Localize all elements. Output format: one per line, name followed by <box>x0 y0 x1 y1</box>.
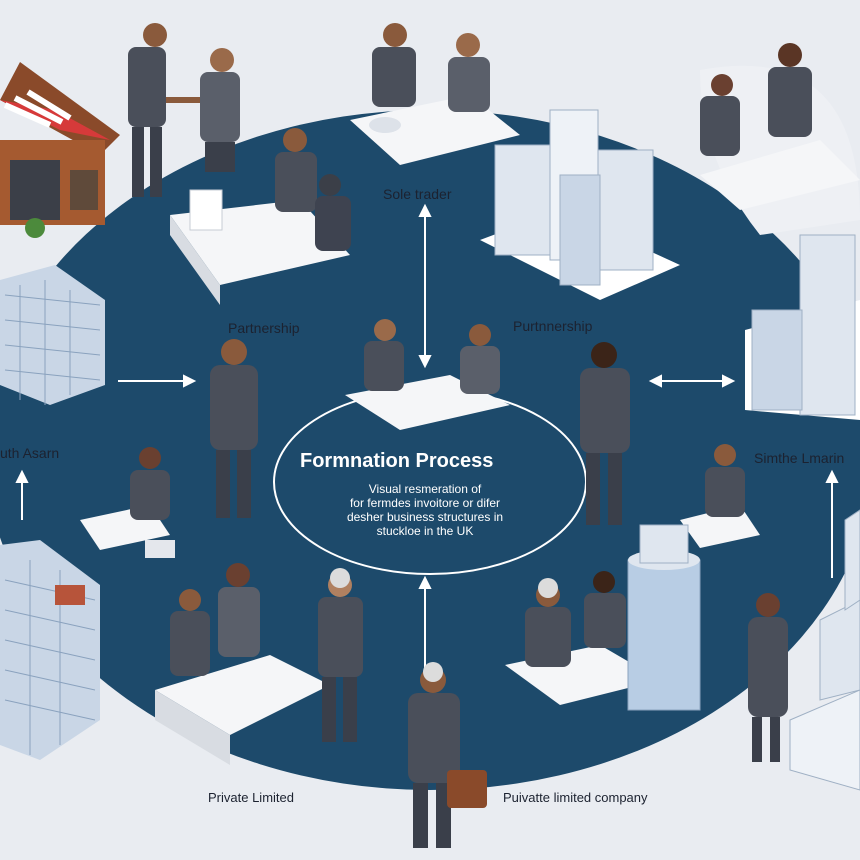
standing-man-left <box>210 339 258 518</box>
connector-arrows <box>15 203 839 680</box>
paperwork-desk-top-left <box>170 128 351 305</box>
center-title: Formnation Process <box>300 450 494 472</box>
seated-woman-right <box>680 444 760 548</box>
caption-line-4: stuckloe in the UK <box>376 524 474 538</box>
caption-line-3: desher business structures in <box>346 510 504 524</box>
glass-building-left <box>0 265 105 405</box>
standing-man-right <box>580 342 630 525</box>
cylinder-tower-bottom-right <box>627 524 701 711</box>
label-partnership-left: Partnership <box>228 320 300 336</box>
glass-building-bottom-left <box>0 540 100 760</box>
bottom-fill-area <box>0 780 860 860</box>
walking-man-bottom-center <box>408 662 487 848</box>
office-towers-top-center <box>480 109 680 300</box>
label-private-limited-company: Puivatte limited company <box>503 790 648 805</box>
stepped-building-bottom-right <box>789 509 860 791</box>
shop-building-illustration <box>0 62 120 238</box>
caption-line-1: Visual resmeration of <box>368 482 482 496</box>
label-private-limited: Private Limited <box>208 790 294 805</box>
handshake-pair-top-left <box>128 23 240 197</box>
meeting-top-right <box>700 43 860 235</box>
meeting-top-center <box>350 23 520 165</box>
standing-woman-bottom-right <box>748 593 788 762</box>
label-south-asian: uth Asarn <box>0 445 60 461</box>
caption-line-2: for fermdes invoitore or difer <box>349 496 501 510</box>
label-partnership-right: Purtnnership <box>513 318 593 334</box>
handshake-group-bottom-left <box>155 563 363 765</box>
label-similar-limited: Simthe Lmarin <box>754 450 845 466</box>
office-tower-right <box>745 234 860 420</box>
meeting-center <box>345 319 510 430</box>
meeting-bottom-right <box>505 571 660 705</box>
center-caption: Visual resmeration of for fermdes invoit… <box>300 482 550 538</box>
seated-woman-left <box>80 447 175 558</box>
label-sole-trader: Sole trader <box>383 186 452 202</box>
